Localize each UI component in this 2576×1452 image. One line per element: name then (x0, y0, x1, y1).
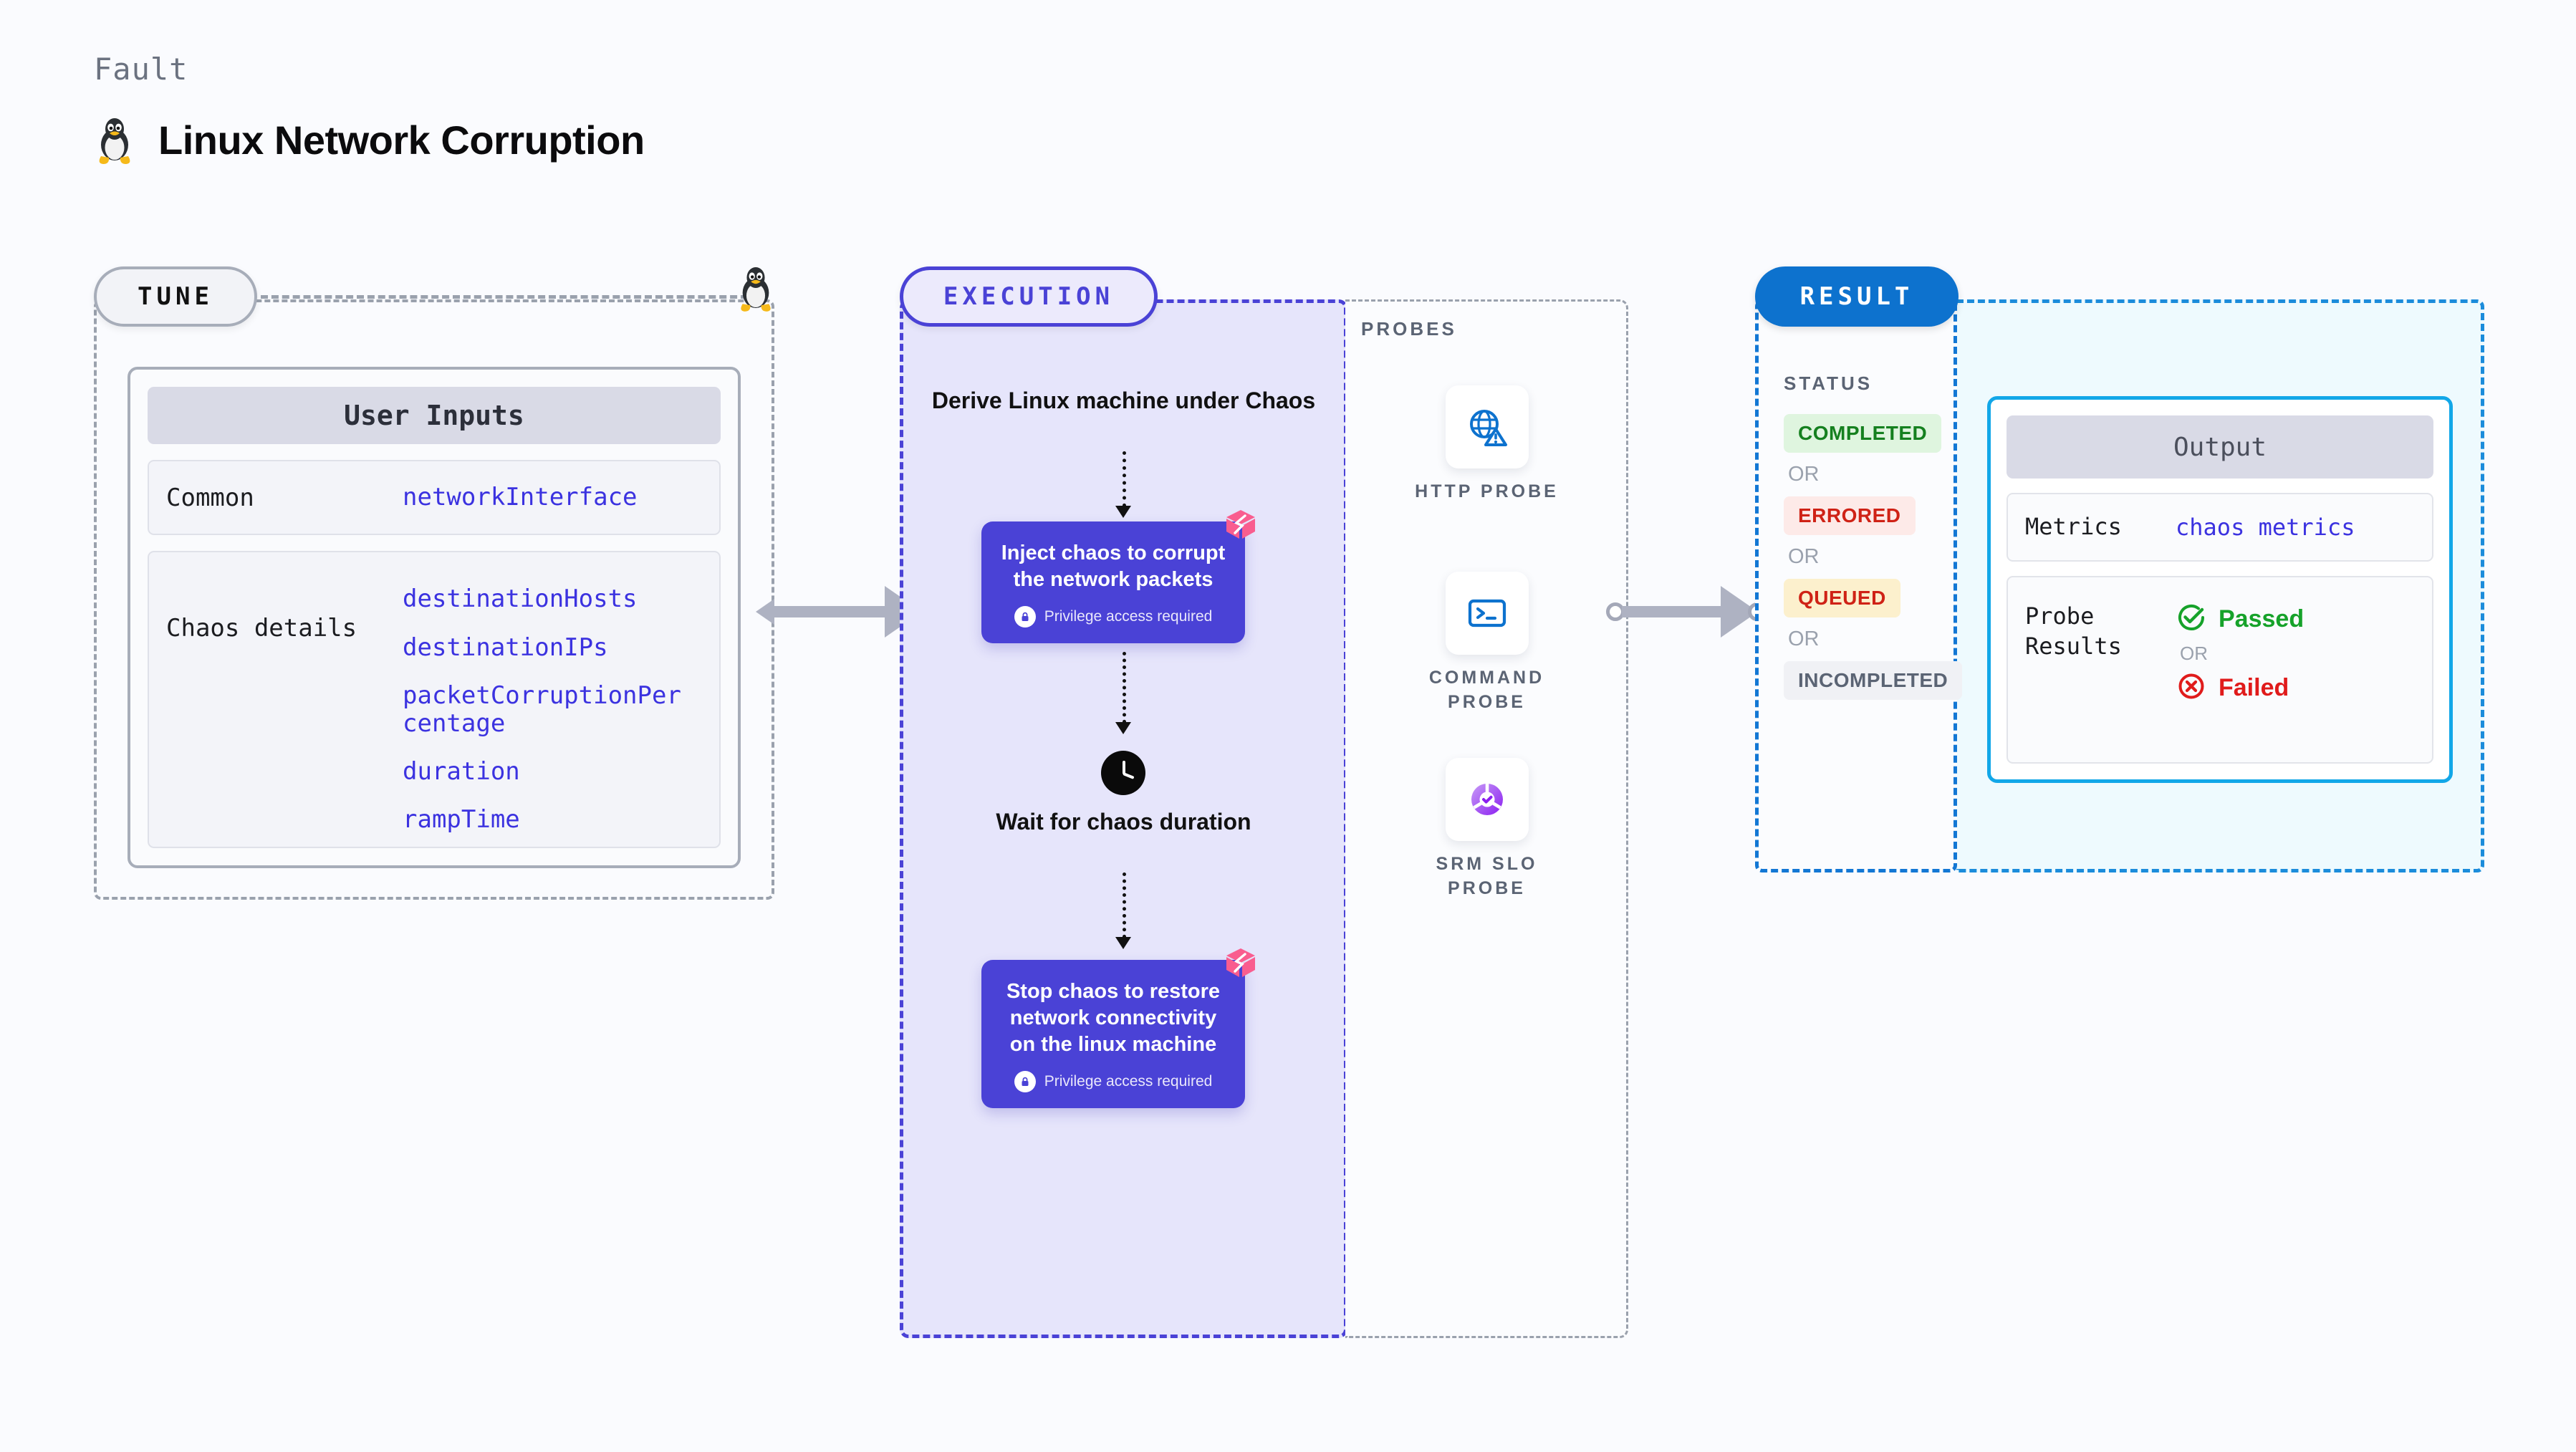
flow-arrow-line (1123, 451, 1126, 507)
or-separator: OR (1788, 628, 1820, 650)
user-inputs-title: User Inputs (148, 387, 721, 444)
or-separator: OR (1788, 545, 1820, 568)
output-row-probe-results: Probe Results Passed OR (2007, 576, 2433, 764)
output-card: Output Metrics chaos metrics Probe Resul… (1987, 396, 2453, 783)
user-inputs-card: User Inputs Common networkInterface Chao… (128, 367, 741, 868)
flow-step-title: Derive Linux machine under Chaos (931, 388, 1316, 413)
flow-arrow-line (1123, 652, 1126, 723)
privilege-text: Privilege access required (1044, 608, 1213, 625)
flow-node-stop-chaos[interactable]: Stop chaos to restore network connectivi… (981, 948, 1255, 1109)
check-circle-icon (2176, 602, 2207, 637)
input-value[interactable]: duration (403, 756, 520, 786)
status-badge-errored: ERRORED (1784, 496, 1916, 535)
or-separator: OR (1788, 463, 1820, 486)
probe-label: SRM SLO PROBE (1436, 854, 1538, 898)
arrow-tail (756, 599, 774, 625)
slo-donut-check-icon (1445, 758, 1529, 841)
output-row-key: Metrics (2025, 513, 2122, 541)
tune-dashed-connector (261, 295, 748, 299)
output-row-metrics: Metrics chaos metrics (2007, 493, 2433, 562)
clock-icon (1101, 751, 1145, 795)
status-list: COMPLETED OR ERRORED OR QUEUED OR INCOMP… (1784, 414, 1963, 700)
linux-tux-icon (736, 264, 776, 316)
globe-warning-icon (1445, 385, 1529, 468)
privilege-note: Privilege access required (997, 1071, 1229, 1093)
flow-node-label: Inject chaos to corrupt the network pack… (1001, 542, 1226, 592)
probe-result-label: Failed (2219, 674, 2289, 701)
input-value[interactable]: networkInterface (403, 483, 638, 512)
status-badge-completed: COMPLETED (1784, 414, 1942, 453)
execution-pill[interactable]: EXECUTION (900, 266, 1158, 327)
probe-item-command[interactable]: COMMAND PROBE (1345, 572, 1628, 715)
harness-logo-icon (1224, 946, 1258, 984)
flow-arrow-head-icon (1115, 506, 1131, 518)
flow-step-title: Wait for chaos duration (996, 809, 1251, 835)
output-row-key: Probe Results (2025, 602, 2122, 660)
harness-logo-icon (1224, 507, 1258, 545)
connector-bar (772, 606, 886, 617)
x-circle-icon (2176, 670, 2207, 706)
flow-node-label: Stop chaos to restore network connectivi… (1006, 980, 1221, 1057)
flow-node-inject-chaos[interactable]: Inject chaos to corrupt the network pack… (981, 510, 1255, 644)
fault-kicker: Fault (94, 52, 188, 87)
input-value[interactable]: destinationIPs (403, 633, 608, 662)
probe-item-http[interactable]: HTTP PROBE (1345, 385, 1628, 504)
result-pill[interactable]: RESULT (1755, 266, 1959, 327)
page-title: Linux Network Corruption (94, 115, 645, 165)
status-badge-incompleted: INCOMPLETED (1784, 661, 1963, 700)
probe-result-label: Passed (2219, 605, 2305, 633)
status-title: STATUS (1784, 372, 1873, 394)
probes-title: PROBES (1361, 318, 1457, 340)
flow-arrow-line (1123, 872, 1126, 938)
or-separator: OR (2180, 643, 2208, 664)
input-row-key: Chaos details (166, 614, 357, 643)
privilege-note: Privilege access required (997, 606, 1229, 628)
input-value[interactable]: rampTime (403, 804, 520, 834)
tune-pill[interactable]: TUNE (94, 266, 257, 327)
user-input-row-chaos-details: Chaos details destinationHosts destinati… (148, 551, 721, 848)
status-badge-queued: QUEUED (1784, 579, 1900, 617)
page-title-text: Linux Network Corruption (158, 117, 645, 163)
probe-label: HTTP PROBE (1415, 481, 1559, 501)
flow-arrow-head-icon (1115, 937, 1131, 949)
lock-icon (1014, 606, 1036, 628)
privilege-text: Privilege access required (1044, 1073, 1213, 1090)
probe-label: COMMAND PROBE (1428, 668, 1545, 712)
output-row-value[interactable]: chaos metrics (2176, 514, 2355, 541)
user-input-row-common: Common networkInterface (148, 459, 721, 536)
input-row-key: Common (166, 483, 254, 512)
input-value[interactable]: packetCorruptionPercentage (403, 681, 681, 738)
probe-item-srm-slo[interactable]: SRM SLO PROBE (1345, 758, 1628, 901)
probe-result-failed: Failed (2176, 670, 2304, 706)
lock-icon (1014, 1071, 1036, 1093)
connector-bar (1622, 606, 1722, 617)
input-value[interactable]: destinationHosts (403, 585, 638, 614)
probe-result-passed: Passed (2176, 602, 2304, 637)
flow-arrow-head-icon (1115, 722, 1131, 734)
output-card-title: Output (2007, 415, 2433, 479)
linux-tux-icon (94, 115, 135, 165)
connector-probes-to-result (1606, 586, 1767, 638)
terminal-icon (1445, 572, 1529, 655)
